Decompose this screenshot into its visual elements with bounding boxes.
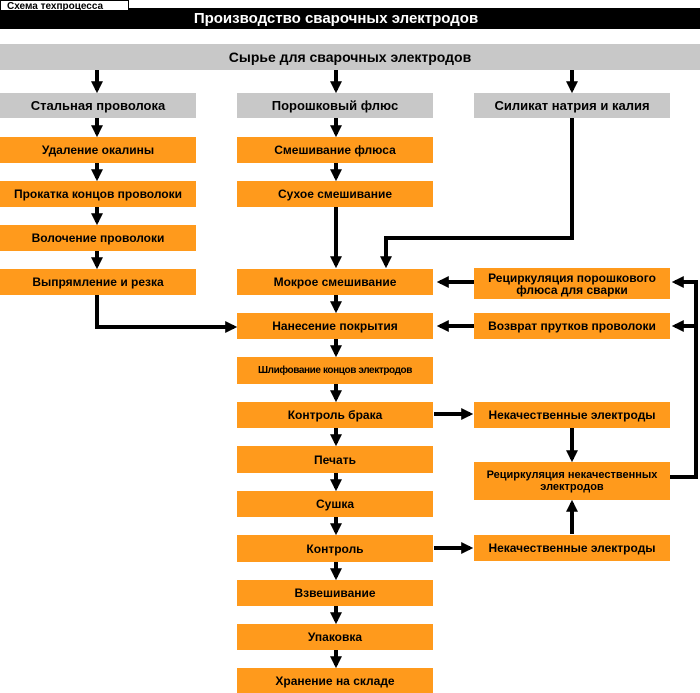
- page-title: Производство сварочных электродов: [193, 10, 479, 27]
- step-packing: Упаковка: [237, 624, 433, 650]
- step-wet-mixing: Мокрое смешивание: [237, 269, 433, 295]
- step-drying: Сушка: [237, 491, 433, 517]
- source-powder-flux: Порошковый флюс: [237, 93, 433, 118]
- step-defect-recycling: Рециркуляция некачественных электродов: [474, 462, 670, 500]
- title-bar: [0, 8, 700, 29]
- step-end-grinding: Шлифование концов электродов: [237, 357, 433, 384]
- step-weighing: Взвешивание: [237, 580, 433, 606]
- arrow-silicate-to-wet: [380, 118, 574, 269]
- step-dry-mixing: Сухое смешивание: [237, 181, 433, 207]
- step-flux-mixing: Смешивание флюса: [237, 137, 433, 163]
- step-descaling: Удаление окалины: [0, 137, 196, 163]
- step-printing: Печать: [237, 446, 433, 473]
- defective-electrodes-1: Некачественные электроды: [474, 402, 670, 428]
- arrow-recycle-loop-top: [670, 276, 698, 479]
- step-wire-drawing: Волочение проволоки: [0, 225, 196, 251]
- defective-electrodes-2: Некачественные электроды: [474, 535, 670, 561]
- step-coating: Нанесение покрытия: [237, 313, 433, 339]
- step-flux-recycling: Рециркуляция порошкового флюса для сварк…: [474, 268, 670, 299]
- source-steel-wire: Стальная проволока: [0, 93, 196, 118]
- step-straighten-cut: Выпрямление и резка: [0, 269, 196, 295]
- step-defect-control: Контроль брака: [237, 402, 433, 428]
- step-control: Контроль: [237, 535, 433, 562]
- step-wire-return: Возврат прутков проволоки: [474, 313, 670, 339]
- step-storage: Хранение на складе: [237, 668, 433, 693]
- step-end-rolling: Прокатка концов проволоки: [0, 181, 196, 207]
- scheme-tag: Схема техпроцесса: [0, 0, 129, 12]
- source-silicate: Силикат натрия и калия: [474, 93, 670, 118]
- arrow-wire-to-coating: [95, 295, 238, 333]
- raw-materials-header: Сырье для сварочных электродов: [0, 44, 700, 70]
